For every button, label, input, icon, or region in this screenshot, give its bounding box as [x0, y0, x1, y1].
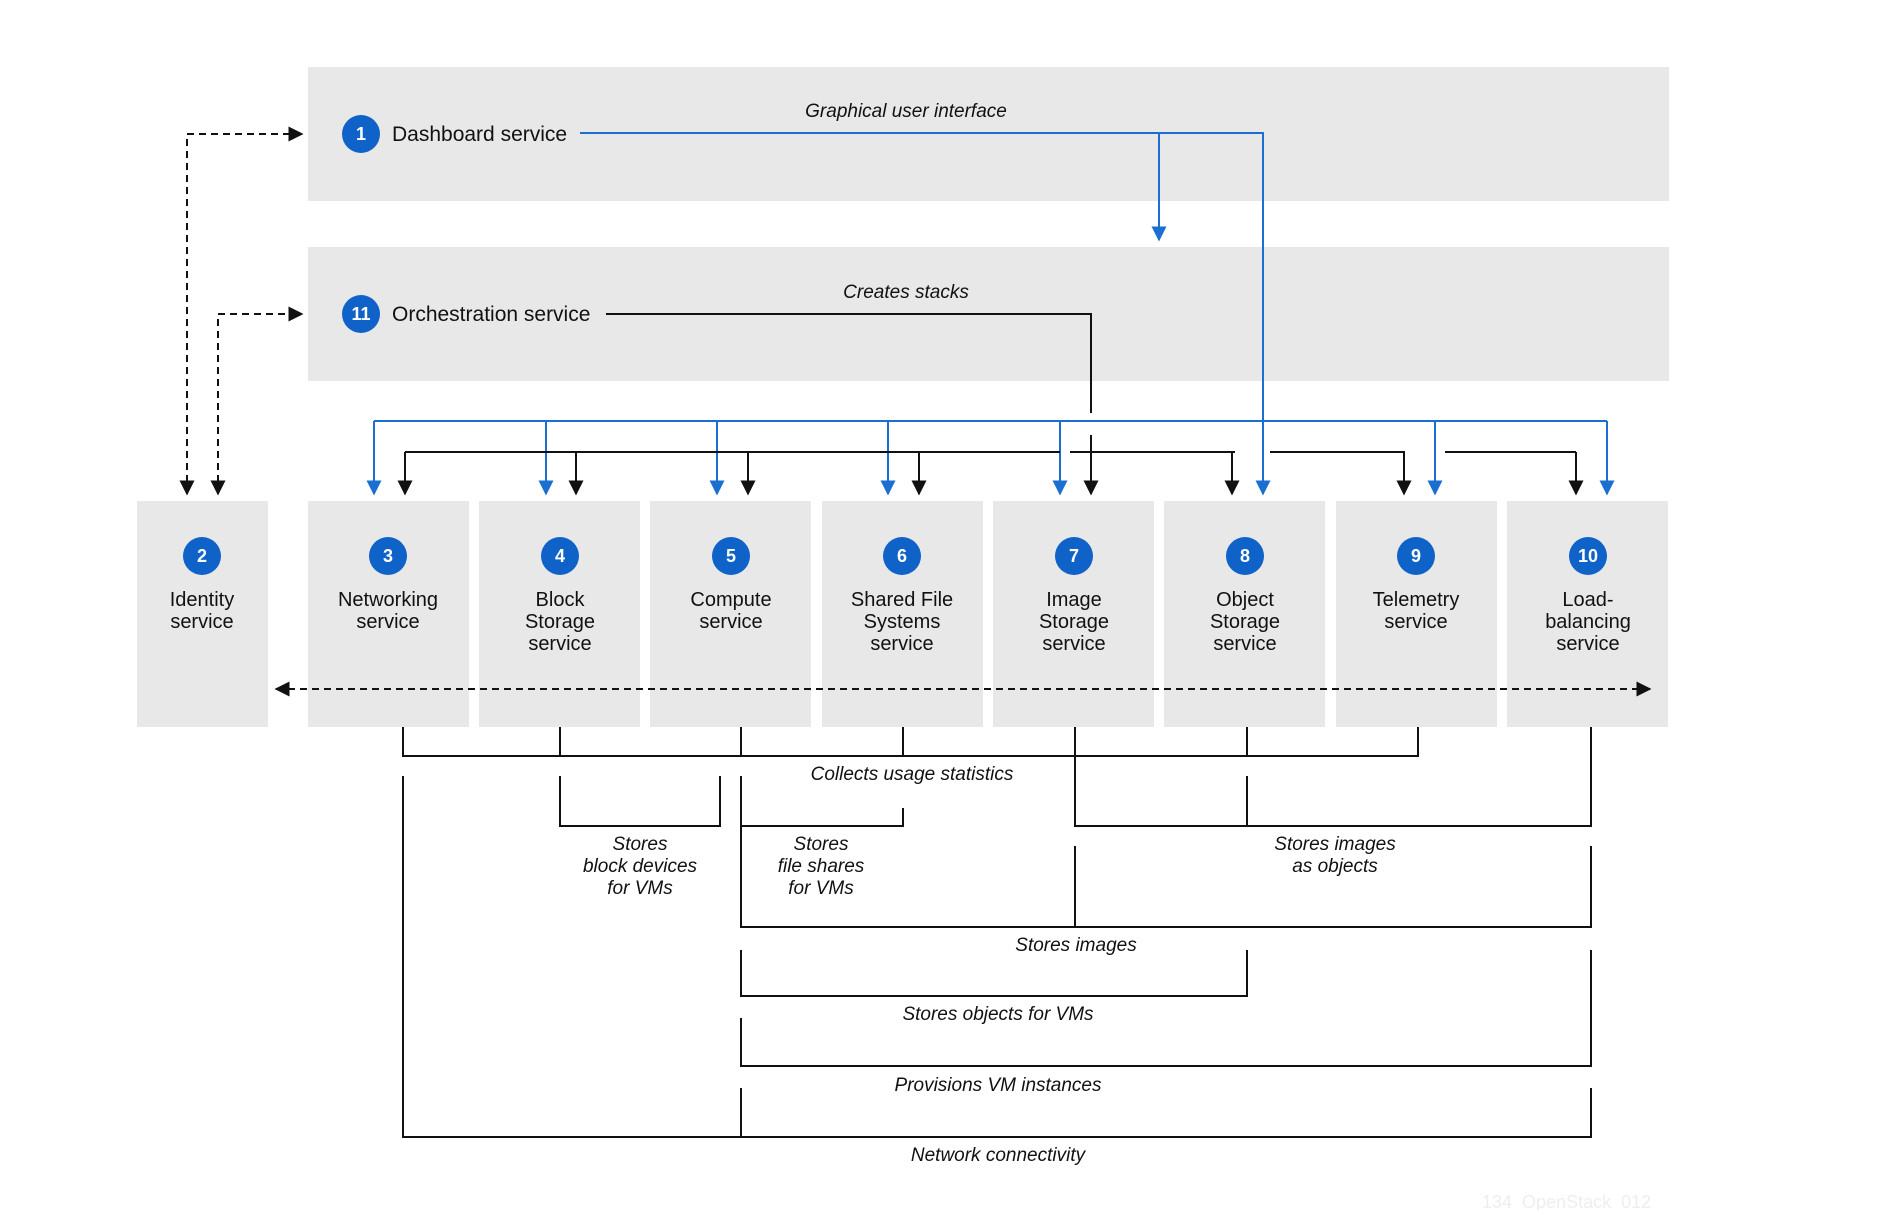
figure-id: 134_OpenStack_012 [1482, 1192, 1651, 1210]
service-badge [1055, 537, 1093, 575]
service-badge [1226, 537, 1264, 575]
relation-stores-images: Stores images [1015, 935, 1137, 956]
service-label-line: service [1556, 633, 1619, 655]
dashboard-badge-number: 1 [356, 124, 366, 144]
bracket-images-objects [1074, 727, 1592, 827]
service-badge [883, 537, 921, 575]
relation-label-line: for VMs [607, 878, 673, 899]
dashboard-header: 1 Dashboard service [342, 115, 567, 153]
service-badge [369, 537, 407, 575]
service-label-line: service [870, 633, 933, 655]
service-label-line: service [1213, 633, 1276, 655]
bracket-provisions [740, 950, 1592, 1067]
bracket-block-devices [559, 776, 721, 827]
service-label-line: Block [536, 589, 586, 611]
service-badge [1569, 537, 1607, 575]
relation-collects-usage-statistics: Collects usage statistics [811, 764, 1014, 785]
service-label-line: Storage [1039, 611, 1109, 633]
dashboard-service-name: Dashboard service [392, 123, 567, 146]
bracket-stores-images [740, 776, 1592, 928]
dashboard-badge [342, 115, 380, 153]
relation-label-line: Stores images [1274, 834, 1396, 855]
service-badge [183, 537, 221, 575]
service-label-line: Object [1216, 589, 1274, 611]
service-badge [1397, 537, 1435, 575]
service-label-line: Compute [690, 589, 771, 611]
orchestration-badge-number: 11 [351, 304, 370, 324]
service-badge-number: 2 [197, 546, 207, 566]
relation-label-line: Provisions VM instances [895, 1075, 1102, 1096]
relation-label-line: as objects [1292, 856, 1378, 877]
service-label-line: Shared File [851, 589, 953, 611]
service-badge [541, 537, 579, 575]
service-badge [712, 537, 750, 575]
creates-stacks-label: Creates stacks [843, 282, 969, 303]
identity-orchestration-link [210, 306, 304, 496]
service-badge-number: 5 [726, 546, 736, 566]
service-label-line: Identity [170, 589, 234, 611]
service-label-line: Storage [525, 611, 595, 633]
bracket-objects-vms [740, 950, 1248, 997]
relation-label-line: Network connectivity [911, 1145, 1087, 1166]
service-badge-number: 4 [555, 546, 565, 566]
service-badge-number: 10 [1578, 546, 1598, 566]
stacks-main-line [606, 313, 1092, 413]
relation-stores-objects-for-vms: Stores objects for VMs [902, 1004, 1094, 1025]
identity-dashboard-link [179, 126, 304, 496]
service-label-line: service [356, 611, 419, 633]
service-label-line: Systems [864, 611, 941, 633]
service-label-line: service [1384, 611, 1447, 633]
relation-label-line: Stores [794, 834, 849, 855]
relation-label-line: Stores images [1015, 935, 1137, 956]
service-badge-number: 6 [897, 546, 907, 566]
service-badge-number: 8 [1240, 546, 1250, 566]
graphical-user-interface-label: Graphical user interface [805, 101, 1007, 122]
service-label-line: Image [1046, 589, 1102, 611]
relation-label-line: for VMs [788, 878, 854, 899]
orchestration-header: 11 Orchestration service [342, 295, 590, 333]
service-badge-number: 3 [383, 546, 393, 566]
relation-label-line: Stores [613, 834, 668, 855]
relation-label-line: block devices [583, 856, 698, 877]
service-label-line: Networking [338, 589, 438, 611]
relation-label-line: Collects usage statistics [811, 764, 1014, 785]
relation-provisions-vm-instances: Provisions VM instances [895, 1075, 1102, 1096]
service-label-line: service [699, 611, 762, 633]
service-badge-number: 7 [1069, 546, 1079, 566]
service-label-line: balancing [1545, 611, 1631, 633]
service-label-line: service [170, 611, 233, 633]
service-boxes: 2Identityservice3Networkingservice4Block… [137, 501, 1668, 727]
service-label-line: Load- [1562, 589, 1613, 611]
relation-label-line: file shares [778, 856, 865, 877]
service-label-line: service [528, 633, 591, 655]
service-label-line: Telemetry [1373, 589, 1460, 611]
connectors [179, 126, 1652, 1138]
relation-label-line: Stores objects for VMs [902, 1004, 1094, 1025]
orchestration-service-name: Orchestration service [392, 303, 590, 326]
service-badge-number: 9 [1411, 546, 1421, 566]
bracket-collects-usage [402, 727, 1419, 757]
bracket-network [402, 776, 1592, 1138]
service-label-line: service [1042, 633, 1105, 655]
service-label-line: Storage [1210, 611, 1280, 633]
orchestration-badge [342, 295, 380, 333]
gui-main-line [580, 132, 1271, 496]
relation-network-connectivity: Network connectivity [911, 1145, 1087, 1166]
